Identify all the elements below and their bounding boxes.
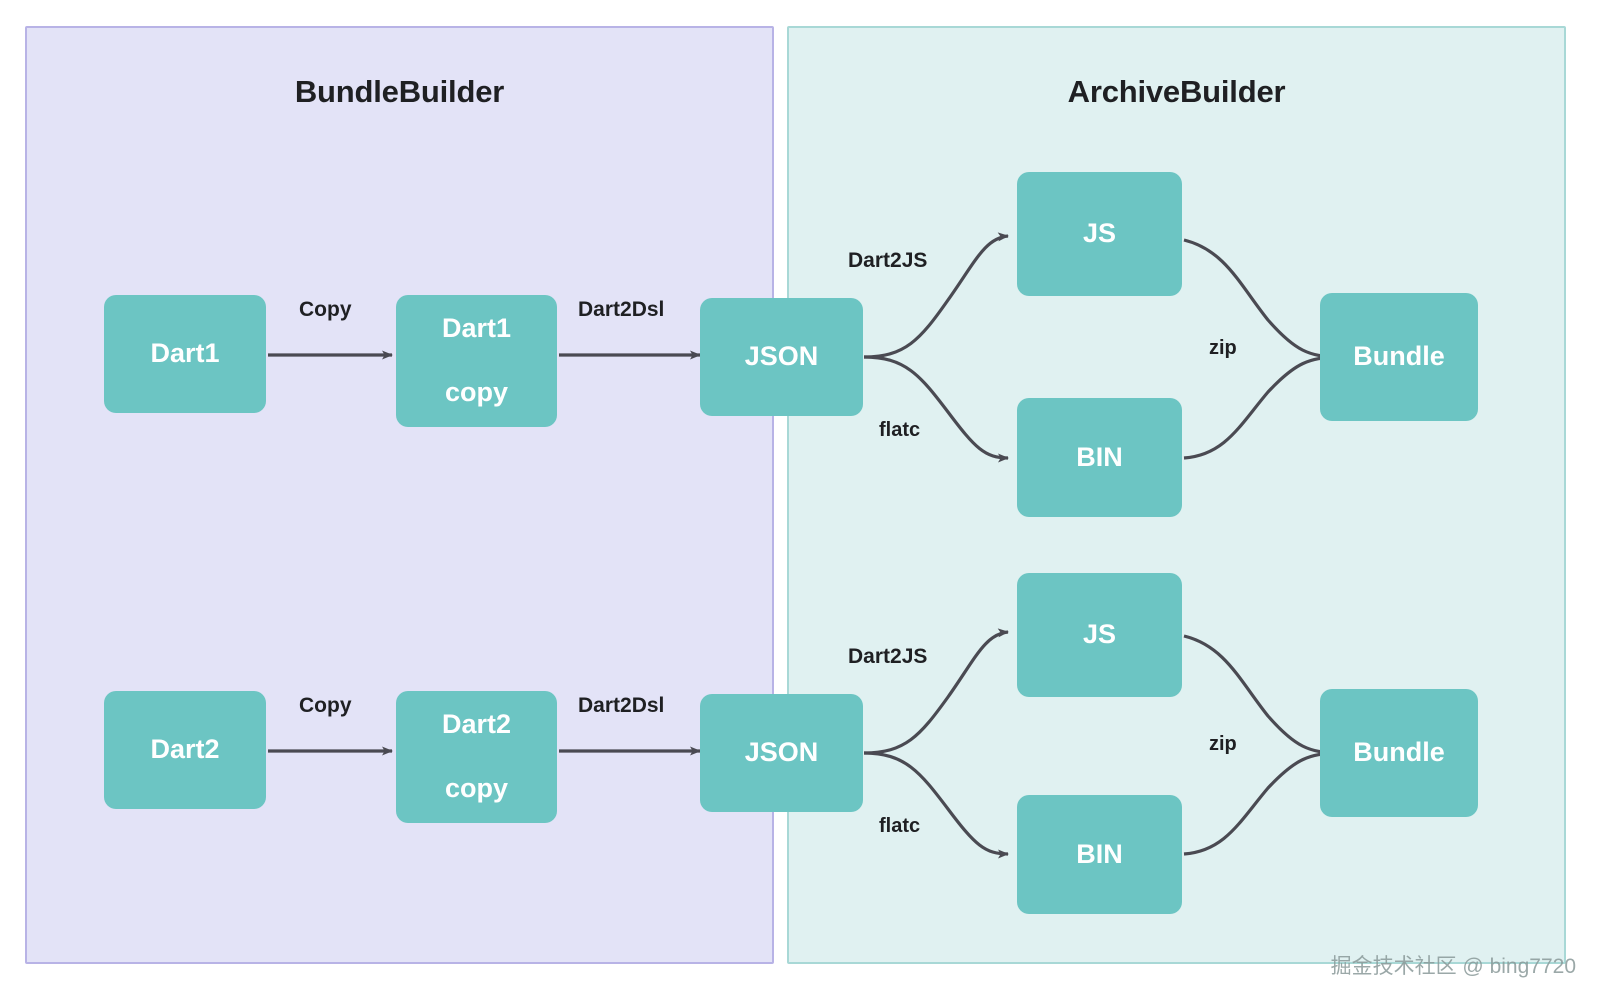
node-dart1[interactable]: Dart1 bbox=[104, 295, 266, 413]
node-json-bottom[interactable]: JSON bbox=[700, 694, 863, 812]
node-bundle-top[interactable]: Bundle bbox=[1320, 293, 1478, 421]
edge-label-flatc-top: flatc bbox=[879, 419, 921, 441]
edge-label-dart2dsl-top: Dart2Dsl bbox=[578, 298, 665, 321]
node-dart1-label: Dart1 bbox=[150, 338, 220, 369]
panel-title-archive-builder: ArchiveBuilder bbox=[1067, 74, 1286, 109]
node-bundle-top-label: Bundle bbox=[1353, 341, 1445, 372]
node-js-top[interactable]: JS bbox=[1017, 172, 1182, 296]
node-js-top-label: JS bbox=[1082, 218, 1117, 249]
edge-label-zip-bottom: zip bbox=[1209, 733, 1237, 755]
node-json-top[interactable]: JSON bbox=[700, 298, 863, 416]
node-dart2-copy[interactable]: Dart2 copy bbox=[396, 691, 557, 823]
edge-label-copy-top: Copy bbox=[299, 298, 352, 321]
node-dart1-copy[interactable]: Dart1 copy bbox=[396, 295, 557, 427]
node-dart2-label: Dart2 bbox=[150, 734, 220, 765]
node-bin-top[interactable]: BIN bbox=[1017, 398, 1182, 517]
node-bin-top-label: BIN bbox=[1076, 441, 1123, 472]
node-bundle-bottom[interactable]: Bundle bbox=[1320, 689, 1478, 817]
node-bin-bottom[interactable]: BIN bbox=[1017, 795, 1182, 914]
node-json-top-label: JSON bbox=[744, 341, 819, 372]
panel-bundle-builder: BundleBuilder bbox=[25, 26, 774, 964]
edge-label-dart2js-top: Dart2JS bbox=[848, 249, 928, 272]
node-js-bottom-label: JS bbox=[1082, 619, 1117, 650]
node-dart1-copy-label-line2: copy bbox=[444, 377, 509, 407]
edge-label-copy-bottom: Copy bbox=[299, 694, 352, 717]
node-bin-bottom-label: BIN bbox=[1076, 838, 1123, 869]
node-dart2-copy-label-line1: Dart2 bbox=[441, 709, 512, 740]
panel-title-bundle-builder: BundleBuilder bbox=[294, 74, 505, 109]
edge-label-flatc-bottom: flatc bbox=[879, 815, 921, 837]
node-dart2-copy-label-line2: copy bbox=[444, 773, 509, 803]
node-js-bottom[interactable]: JS bbox=[1017, 573, 1182, 697]
edge-label-dart2js-bottom: Dart2JS bbox=[848, 645, 928, 668]
watermark-text: 掘金技术社区 @ bing7720 bbox=[1330, 955, 1576, 978]
node-dart1-copy-label-line1: Dart1 bbox=[441, 313, 512, 344]
edge-label-dart2dsl-bottom: Dart2Dsl bbox=[578, 694, 665, 717]
node-bundle-bottom-label: Bundle bbox=[1353, 737, 1445, 768]
node-json-bottom-label: JSON bbox=[744, 737, 819, 768]
node-dart2[interactable]: Dart2 bbox=[104, 691, 266, 809]
edge-label-zip-top: zip bbox=[1209, 337, 1237, 359]
